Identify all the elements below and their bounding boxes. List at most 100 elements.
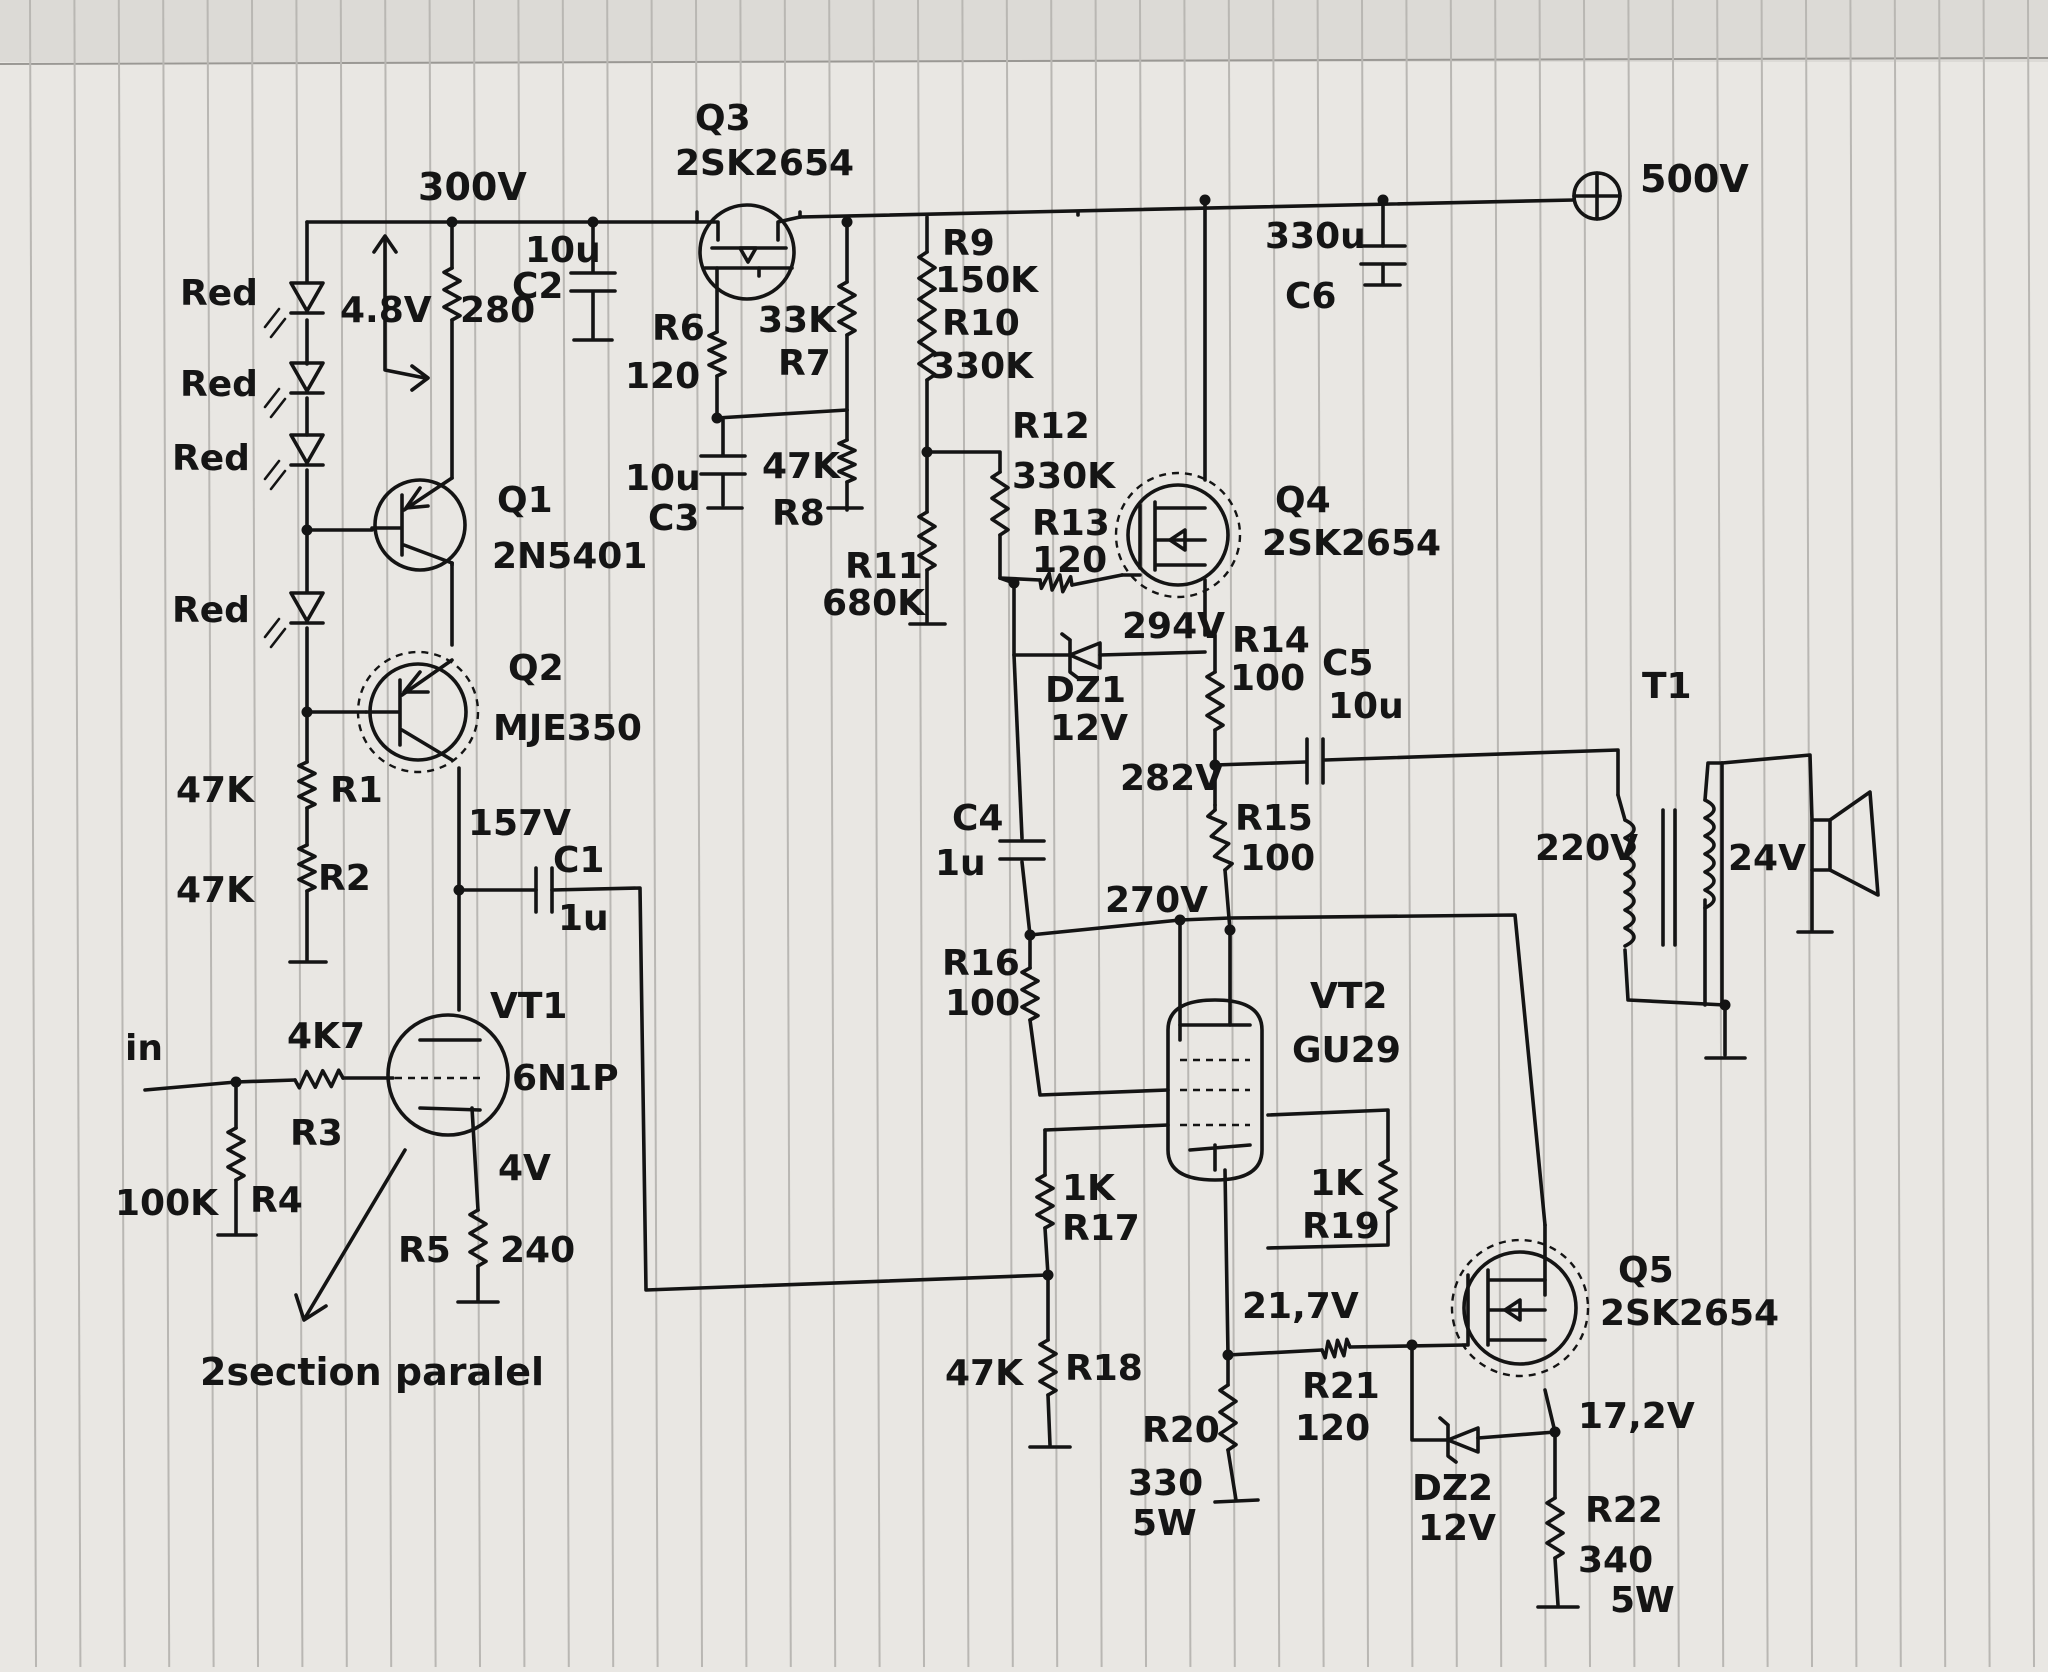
c3-value: 10u [625,458,701,499]
r11-value: 680K [822,583,926,624]
vt1-cathode-voltage: 4V [498,1148,551,1189]
junction-dot [446,216,458,228]
paper-rule [1494,0,1503,1668]
t1-transformer [1623,798,1716,948]
r3-ref: R3 [290,1113,343,1154]
r7-ref: R7 [778,343,831,384]
paper-rule [1449,0,1458,1668]
r12-value: 330K [1012,456,1116,497]
q1-transistor [370,476,467,572]
r7-value: 33K [758,300,837,341]
r17-symbol [1035,1173,1055,1230]
led-1 [263,281,325,339]
paper-rule [1805,0,1813,1668]
c2-ref: C2 [512,266,563,307]
r3-symbol [293,1068,345,1090]
dz2-ref: DZ2 [1412,1468,1493,1509]
junction-dot [587,216,599,228]
c4-symbol [998,839,1046,861]
r22-symbol [1545,1496,1565,1560]
junction-dot [230,1076,242,1088]
r1-value: 47K [176,770,255,811]
r4-ref: R4 [250,1180,303,1221]
junction-dot [1199,194,1211,206]
paper-rule [1094,0,1103,1668]
paper-rule [1005,0,1014,1668]
junction-dot [1719,999,1731,1011]
q5-ref: Q5 [1618,1250,1674,1291]
dz2-value: 12V [1418,1508,1496,1549]
r16-symbol [1020,966,1040,1022]
vt1-type: 6N1P [512,1058,619,1099]
r20-power: 5W [1132,1503,1197,1544]
c5-ref: C5 [1322,643,1373,684]
junction-dot [1224,924,1236,936]
paper-rule [339,0,348,1668]
r22-ref: R22 [1585,1490,1663,1531]
r5-ref: R5 [398,1230,451,1271]
r7-symbol [837,280,857,337]
c2-value: 10u [525,230,601,271]
r18-symbol [1038,1338,1058,1397]
r19-symbol [1378,1158,1398,1214]
junction-dot [301,706,313,718]
paper-rule [206,0,215,1668]
note-text: 2section paralel [200,1350,544,1394]
paper-rule [561,0,570,1668]
r17-ref: R17 [1062,1208,1140,1249]
junction-dot [1174,914,1186,926]
paper-rule [1849,0,1858,1668]
led-3 [263,433,325,491]
vt2-type: GU29 [1292,1030,1401,1071]
dz1-ref: DZ1 [1045,670,1126,711]
paper-rule [1272,0,1281,1668]
capacitor-symbols [534,198,1407,914]
junction-dot [1406,1339,1418,1351]
r11-symbol [917,510,937,572]
wiring [143,198,1814,1607]
r20-symbol [1218,1383,1238,1452]
dz1-value: 12V [1050,708,1128,749]
q4-ref: Q4 [1275,480,1331,521]
r12-symbol [990,470,1010,537]
t1-primary: 220V [1535,828,1638,869]
r12-ref: R12 [1012,406,1090,447]
r2-ref: R2 [318,858,371,899]
r15-value: 100 [1240,838,1315,879]
c1-ref: C1 [553,840,604,881]
paper-rule [473,0,481,1668]
c6-value: 330u [1265,216,1366,257]
led-label-3: Red [172,438,250,479]
r2-symbol [297,843,317,893]
paper-rule [29,0,37,1668]
paper-rule [1050,0,1059,1668]
led-label-4: Red [172,590,250,631]
b-plus-terminal [1572,171,1622,221]
paper-rule [117,0,126,1668]
paper-rule [1583,0,1591,1668]
q3-ref: Q3 [695,98,751,139]
r14-value: 100 [1230,658,1305,699]
vt2-tube [1166,998,1264,1182]
resistor-symbols [226,250,1565,1560]
q2-type: MJE350 [493,708,642,749]
paper-rule [1139,0,1147,1668]
paper-rule [251,0,259,1668]
q5-mosfet [1450,1238,1590,1378]
junction-dot [841,216,853,228]
note-arrow [294,1148,407,1322]
c6-ref: C6 [1285,276,1336,317]
junction-dot [1024,929,1036,941]
c1-value: 1u [558,898,609,939]
paper-rule [428,0,437,1668]
junction-dot [1042,1269,1054,1281]
vt1-anode-voltage: 157V [468,803,571,844]
r16-ref: R16 [942,943,1020,984]
q4-type: 2SK2654 [1262,523,1441,564]
c6-leads [1363,198,1402,287]
paper-rule [1982,0,1991,1668]
r18-ref: R18 [1065,1348,1143,1389]
label-300v: 300V [418,165,527,209]
c2-symbol [569,271,617,293]
